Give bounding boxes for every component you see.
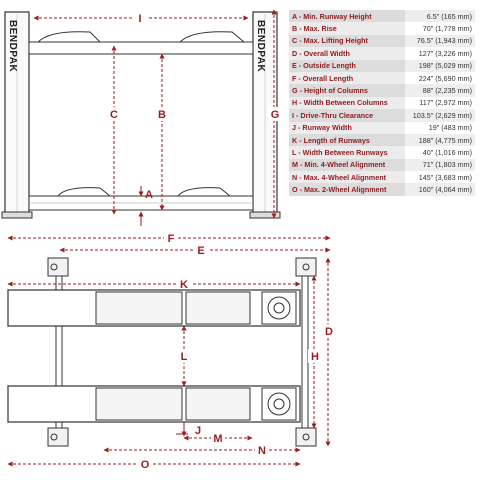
spec-name: K - Length of Runways: [289, 133, 405, 147]
dim-label-n: N: [258, 445, 266, 457]
spec-name: L - Width Between Runways: [289, 146, 405, 159]
spec-name: E - Outside Length: [289, 59, 405, 72]
dim-a: A: [138, 186, 153, 226]
dim-h: H: [308, 275, 321, 429]
spec-value: 103.5" (2,629 mm): [405, 109, 475, 122]
dim-m: M: [183, 431, 253, 445]
spec-value: 6.5" (165 mm): [405, 10, 475, 23]
dim-label-b: B: [158, 109, 166, 121]
spec-name: C - Max. Lifting Height: [289, 34, 405, 48]
spec-value: 127" (3,226 mm): [405, 47, 475, 60]
brand-left: BENDPAK: [7, 20, 18, 72]
dim-label-a: A: [145, 189, 153, 201]
dim-label-j: J: [195, 425, 201, 437]
cross-beam-right: [301, 275, 309, 429]
dim-o: O: [7, 457, 301, 471]
spec-name: I - Drive-Thru Clearance: [289, 109, 405, 122]
dim-label-m: M: [213, 433, 222, 445]
runway-upper: [7, 289, 301, 327]
spec-value: 88" (2,235 mm): [405, 84, 475, 97]
dim-label-k: K: [180, 279, 188, 291]
spec-value: 145" (3,683 mm): [405, 171, 475, 184]
spec-value: 188" (4,775 mm): [405, 133, 475, 147]
dim-f: F: [7, 231, 331, 245]
spec-name: J - Runway Width: [289, 121, 405, 134]
dim-label-o: O: [141, 459, 150, 471]
spec-value: 71" (1,803 mm): [405, 158, 475, 172]
spec-value: 198" (5,029 mm): [405, 59, 475, 72]
dim-label-e: E: [197, 245, 204, 257]
dim-label-g: G: [271, 109, 280, 121]
dim-label-f: F: [168, 233, 175, 245]
spec-value: 76.5" (1,943 mm): [405, 34, 475, 48]
spec-name: A - Min. Runway Height: [289, 10, 405, 23]
spec-value: 70" (1,778 mm): [405, 22, 475, 35]
dim-b: B: [156, 53, 169, 211]
spec-name: F - Overall Length: [289, 71, 405, 85]
dim-d: D: [322, 257, 335, 447]
dim-i: I: [33, 11, 249, 25]
spec-value: 117" (2,972 mm): [405, 96, 475, 110]
spec-name: M - Min. 4-Wheel Alignment: [289, 158, 405, 172]
spec-name: H - Width Between Columns: [289, 96, 405, 110]
post-bottom-right: [295, 427, 317, 447]
dim-label-i: I: [138, 13, 141, 25]
spec-value: 19" (483 mm): [405, 121, 475, 134]
dim-label-h: H: [311, 351, 319, 363]
front-view-diagram: I BENDPAK BENDPAK C B: [1, 9, 281, 226]
post-top-right: [295, 257, 317, 277]
spec-name: D - Overall Width: [289, 47, 405, 60]
dim-g: G: [268, 9, 281, 219]
dim-label-d: D: [325, 326, 333, 338]
dim-e: E: [59, 243, 331, 257]
spec-name: O - Max. 2-Wheel Alignment: [289, 183, 405, 196]
dim-k: K: [7, 277, 301, 291]
dim-j: J: [176, 422, 201, 437]
spec-value: 40" (1,016 mm): [405, 146, 475, 159]
raised-runways: [28, 31, 254, 55]
spec-name: N - Max. 4-Wheel Alignment: [289, 171, 405, 184]
runway-lower: [7, 385, 301, 423]
post-top-left: [47, 257, 69, 277]
dim-c: C: [108, 45, 121, 215]
post-bottom-left: [47, 427, 69, 447]
left-column: BENDPAK: [1, 11, 33, 219]
spec-name: B - Max. Rise: [289, 22, 405, 35]
spec-value: 160" (4,064 mm): [405, 183, 475, 196]
brand-right: BENDPAK: [255, 20, 266, 72]
spec-name: G - Height of Columns: [289, 84, 405, 97]
dim-label-l: L: [181, 351, 188, 363]
dim-label-c: C: [110, 109, 118, 121]
cross-beam-left: [55, 275, 63, 429]
top-view-diagram: F E K: [7, 231, 335, 471]
dim-n: N: [103, 443, 301, 457]
spec-value: 224" (5,690 mm): [405, 71, 475, 85]
dim-l: L: [178, 325, 191, 387]
